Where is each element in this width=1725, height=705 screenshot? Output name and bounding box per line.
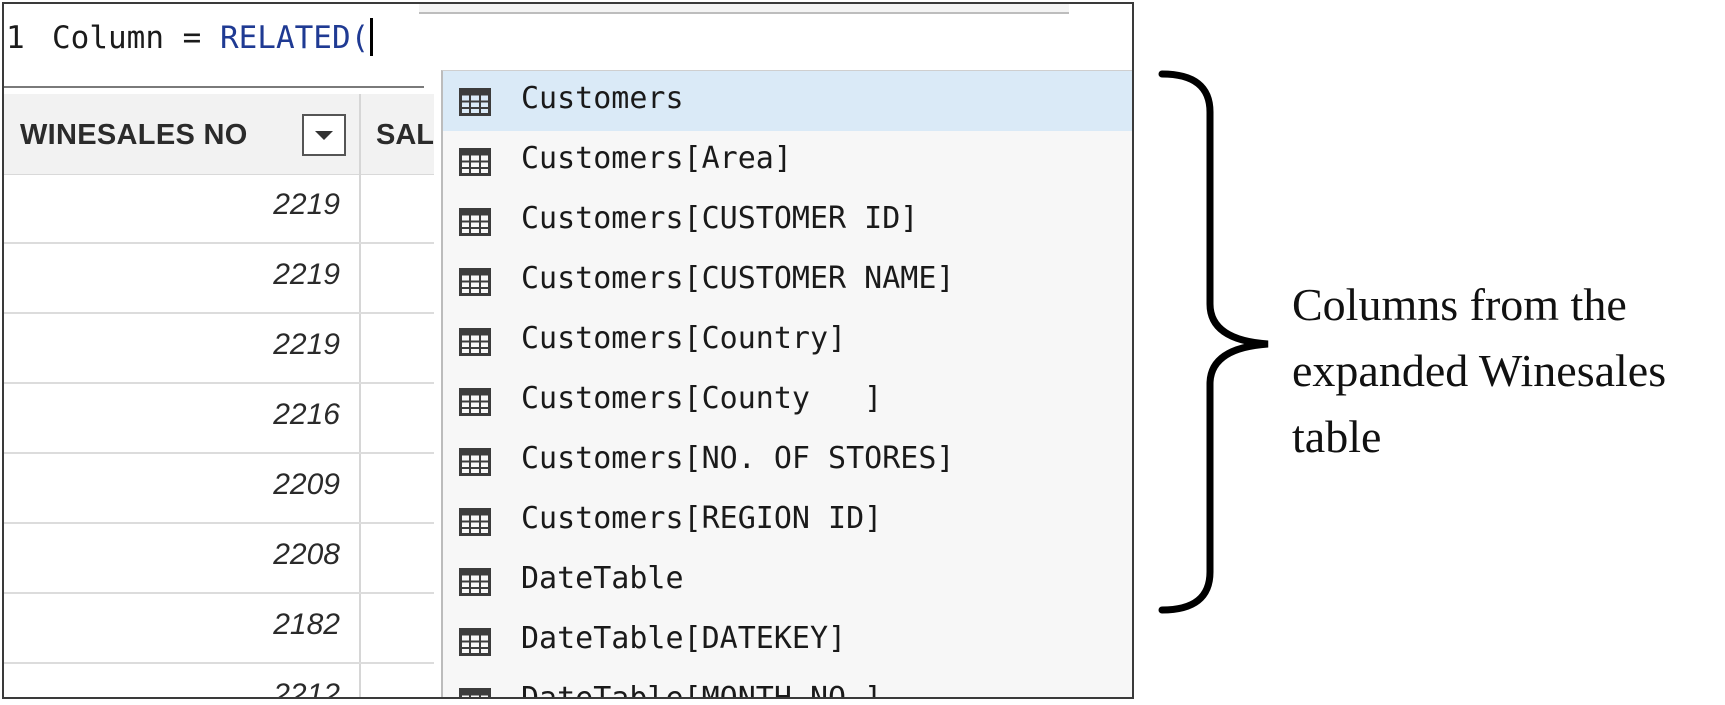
table-icon	[459, 568, 491, 596]
annotation-line-1: Columns from the	[1292, 279, 1627, 330]
table-row[interactable]: 2216	[4, 384, 434, 454]
grid-rows: 2219 2219 2219 2216 2209 2208 2182 2212	[4, 174, 434, 699]
winesales-no-cell[interactable]: 2209	[273, 468, 340, 501]
table-icon	[459, 688, 491, 697]
winesales-no-cell[interactable]: 2219	[273, 328, 340, 361]
table-icon	[459, 328, 491, 356]
autocomplete-item[interactable]: Customers[County ]	[443, 371, 1132, 431]
column-separator	[359, 94, 361, 697]
annotation-line-2: expanded Winesales	[1292, 345, 1667, 396]
autocomplete-item[interactable]: Customers[REGION ID]	[443, 491, 1132, 551]
winesales-no-cell[interactable]: 2182	[273, 608, 340, 641]
autocomplete-item-label: Customers[Area]	[521, 141, 792, 176]
formula-prefix[interactable]: Column =	[52, 20, 220, 56]
table-row[interactable]: 2208	[4, 524, 434, 594]
autocomplete-item-label: Customers[County ]	[521, 381, 883, 416]
curly-brace-icon	[1158, 70, 1269, 614]
column-header-sales[interactable]: SAL	[376, 119, 434, 151]
winesales-no-cell[interactable]: 2216	[273, 398, 340, 431]
autocomplete-item[interactable]: Customers	[443, 71, 1132, 131]
winesales-no-cell[interactable]: 2219	[273, 188, 340, 221]
table-icon	[459, 268, 491, 296]
autocomplete-item-label: Customers[Country]	[521, 321, 847, 356]
table-icon	[459, 88, 491, 116]
table-icon	[459, 148, 491, 176]
table-row[interactable]: 2212	[4, 664, 434, 699]
table-row[interactable]: 2209	[4, 454, 434, 524]
formula-function[interactable]: RELATED(	[219, 20, 370, 56]
annotation-text: Columns from the expanded Winesales tabl…	[1292, 272, 1722, 470]
autocomplete-item-label: DateTable	[521, 561, 684, 596]
autocomplete-item[interactable]: DateTable[DATEKEY]	[443, 611, 1132, 671]
line-number: 1	[6, 20, 25, 56]
autocomplete-item-label: Customers[REGION ID]	[521, 501, 883, 536]
editor-top-bar	[419, 4, 1069, 14]
annotation-line-3: table	[1292, 411, 1382, 462]
autocomplete-item-label: Customers[CUSTOMER NAME]	[521, 261, 955, 296]
table-row[interactable]: 2219	[4, 174, 434, 244]
text-caret	[370, 18, 374, 56]
column-filter-dropdown-icon[interactable]	[302, 114, 346, 156]
table-icon	[459, 508, 491, 536]
power-bi-table-editor: 1 Column = RELATED( WINESALES NO SAL 2219…	[2, 2, 1134, 699]
formula-bar[interactable]: 1 Column = RELATED(	[4, 18, 374, 62]
autocomplete-item[interactable]: Customers[NO. OF STORES]	[443, 431, 1132, 491]
autocomplete-item[interactable]: Customers[Country]	[443, 311, 1132, 371]
winesales-no-cell[interactable]: 2219	[273, 258, 340, 291]
autocomplete-item[interactable]: Customers[CUSTOMER ID]	[443, 191, 1132, 251]
formula-divider	[4, 86, 424, 88]
table-icon	[459, 628, 491, 656]
autocomplete-item[interactable]: Customers[Area]	[443, 131, 1132, 191]
table-row[interactable]: 2219	[4, 314, 434, 384]
table-icon	[459, 448, 491, 476]
winesales-no-cell[interactable]: 2208	[273, 538, 340, 571]
table-icon	[459, 208, 491, 236]
autocomplete-item[interactable]: Customers[CUSTOMER NAME]	[443, 251, 1132, 311]
table-row[interactable]: 2219	[4, 244, 434, 314]
autocomplete-item-label: DateTable[DATEKEY]	[521, 621, 847, 656]
autocomplete-item[interactable]: DateTable[MONTH NO ]	[443, 671, 1132, 699]
winesales-no-cell[interactable]: 2212	[273, 678, 340, 699]
autocomplete-item-label: Customers[NO. OF STORES]	[521, 441, 955, 476]
table-icon	[459, 388, 491, 416]
autocomplete-item-label: Customers	[521, 81, 684, 116]
grid-header: WINESALES NO SAL	[4, 94, 434, 175]
column-header-winesales-no[interactable]: WINESALES NO	[20, 119, 248, 151]
table-row[interactable]: 2182	[4, 594, 434, 664]
autocomplete-item[interactable]: DateTable	[443, 551, 1132, 611]
autocomplete-item-label: DateTable[MONTH NO ]	[521, 681, 883, 699]
autocomplete-item-label: Customers[CUSTOMER ID]	[521, 201, 919, 236]
